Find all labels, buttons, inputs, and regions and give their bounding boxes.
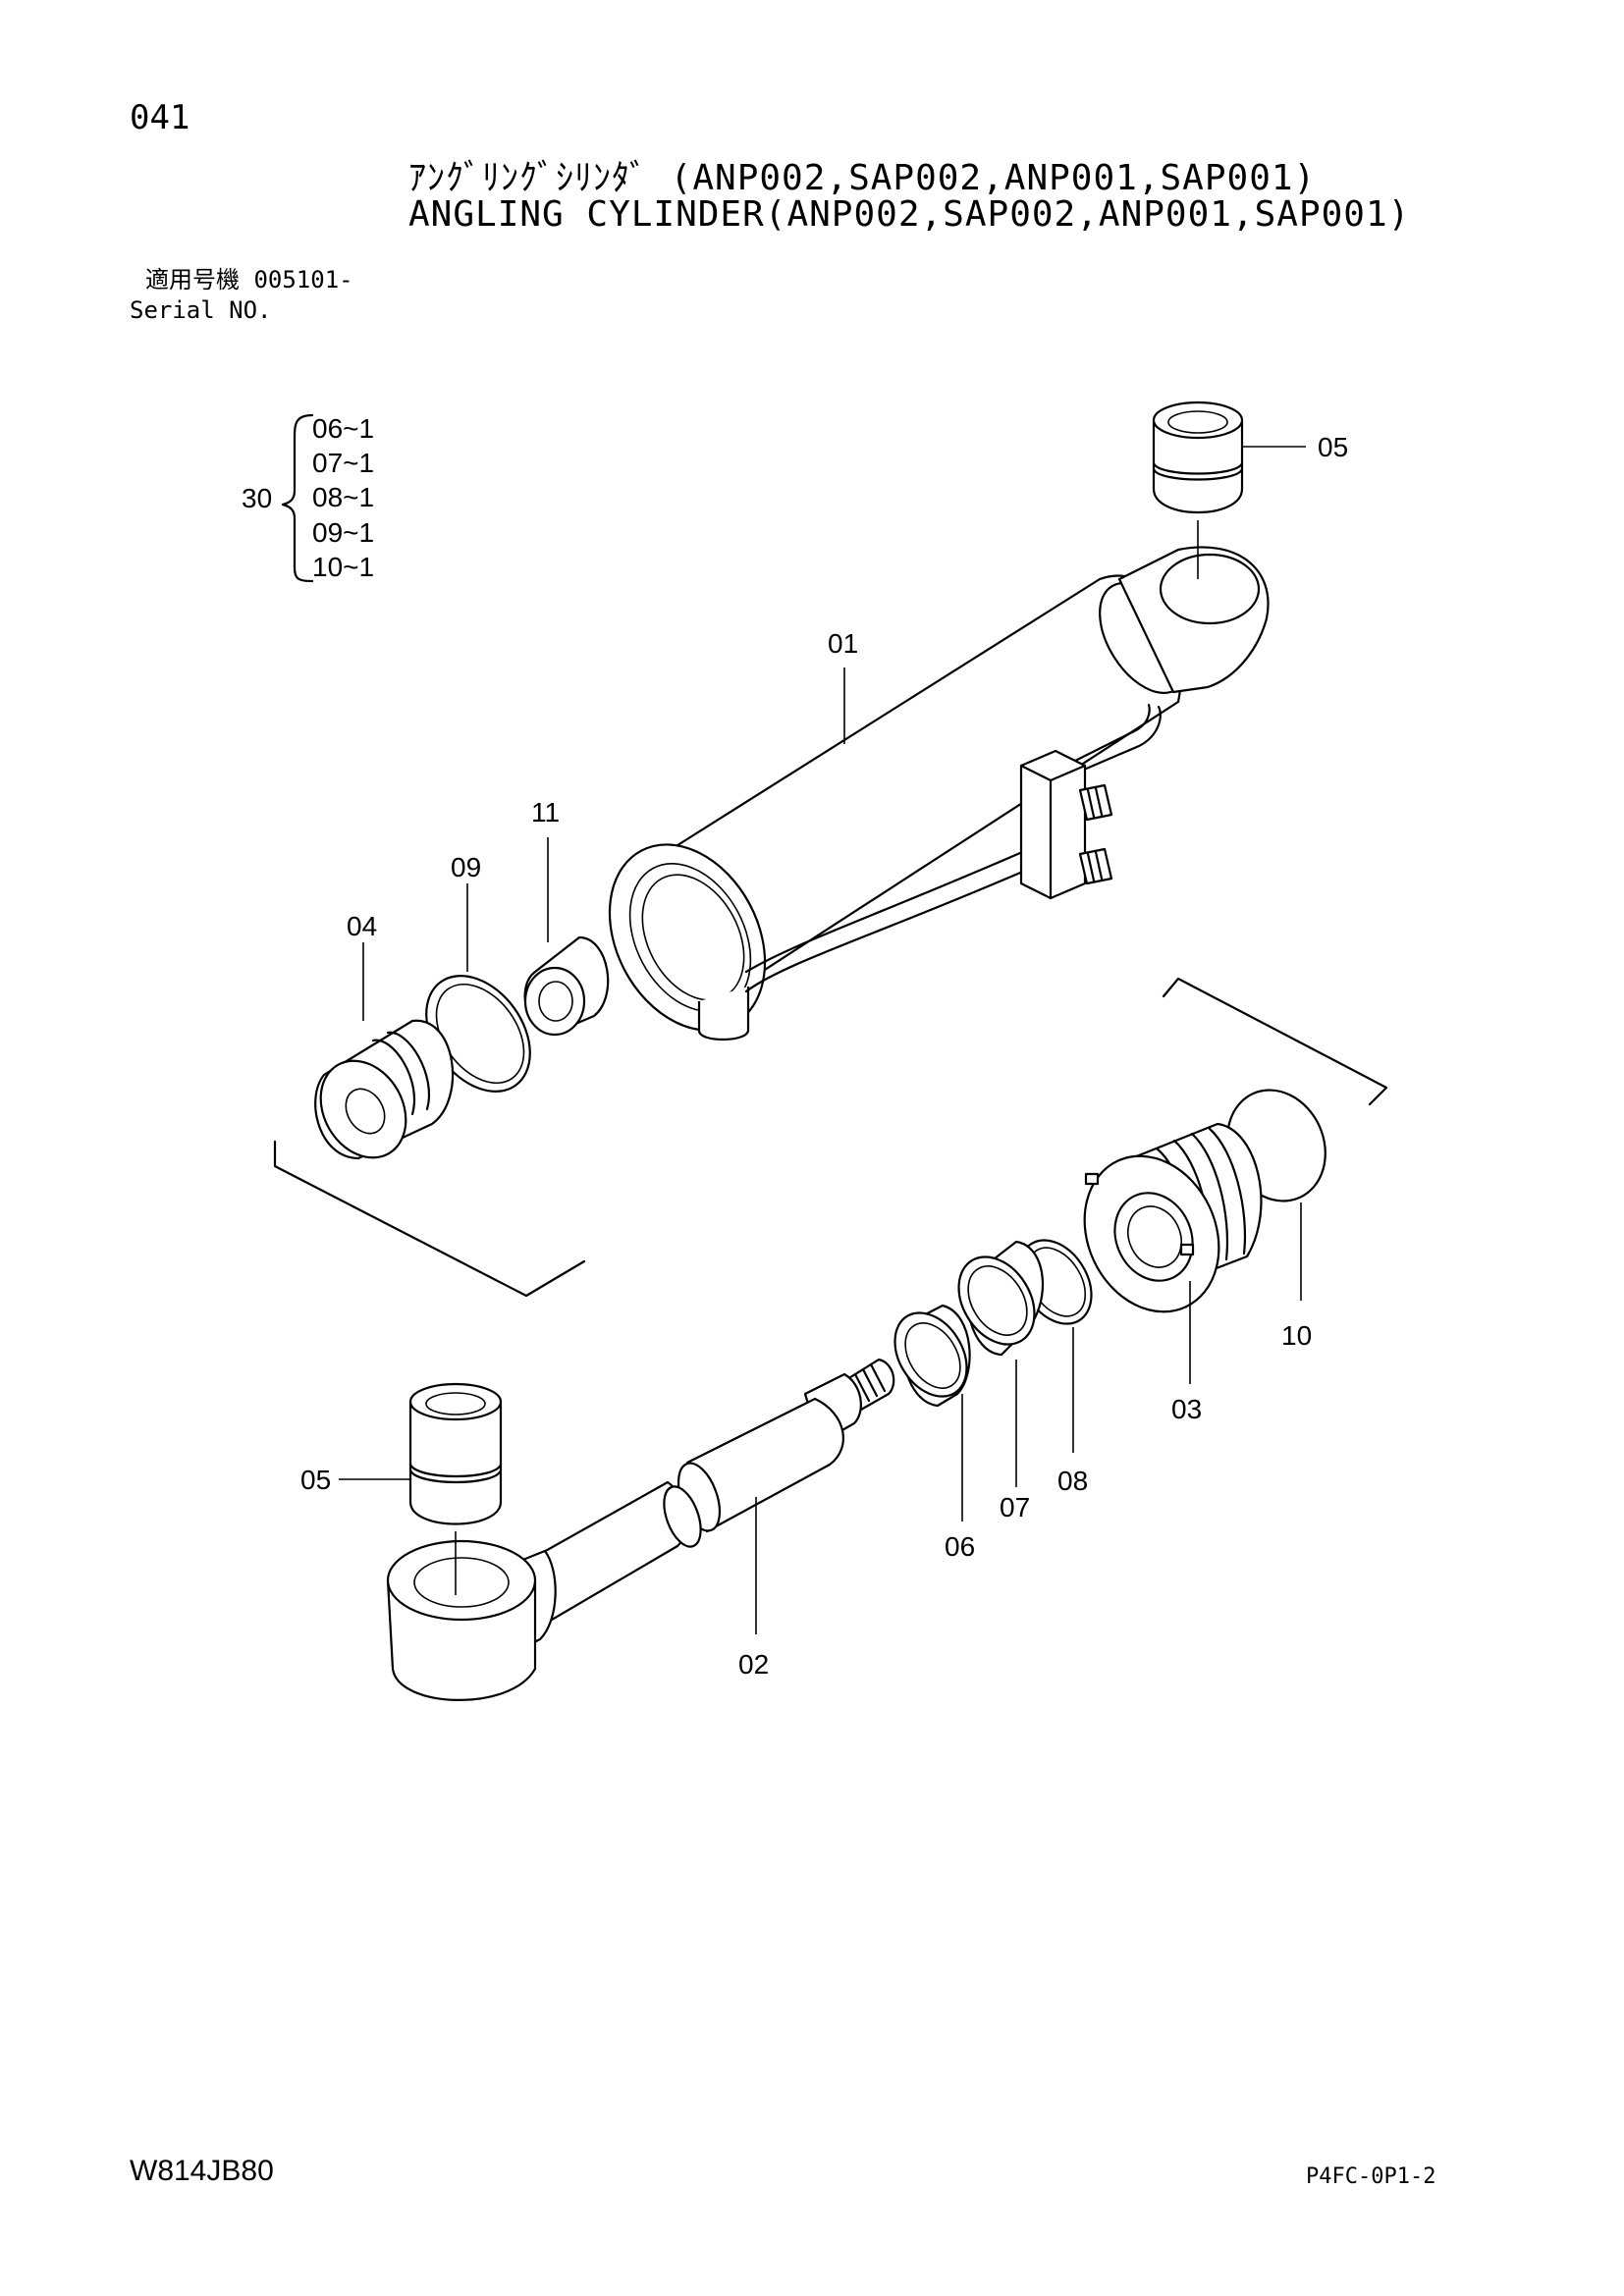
kit-number-label: 30 [242, 483, 272, 513]
piston-rod-02: 02 [386, 1358, 895, 1701]
sheet-code: P4FC-0P1-2 [1306, 2164, 1436, 2189]
kit-item-07: 07~1 [312, 448, 374, 478]
ring-06: 06 [893, 1304, 975, 1562]
kit-bracket: 30 06~1 07~1 08~1 09~1 10~1 [242, 413, 374, 583]
title-english: ANGLING CYLINDER(ANP002,SAP002,ANP001,SA… [408, 194, 1411, 235]
callout-11: 11 [531, 797, 560, 828]
callout-06: 06 [945, 1531, 975, 1562]
serial-label-english: Serial NO. [130, 296, 272, 324]
kit-item-06: 06~1 [312, 413, 374, 444]
callout-03: 03 [1171, 1394, 1202, 1424]
kit-item-09: 09~1 [312, 517, 374, 548]
callout-05-top: 05 [1318, 432, 1348, 462]
callout-09: 09 [451, 852, 481, 882]
ring-07: 07 [957, 1240, 1044, 1522]
upper-connection-bracket [273, 1140, 586, 1298]
callout-08: 08 [1057, 1466, 1088, 1496]
callout-07: 07 [1000, 1492, 1030, 1522]
callout-04: 04 [347, 911, 377, 941]
kit-item-08: 08~1 [312, 482, 374, 512]
bushing-05-bottom: 05 [300, 1382, 503, 1595]
page-number: 041 [130, 98, 190, 137]
callout-10: 10 [1281, 1320, 1312, 1351]
lower-connection-bracket [1162, 977, 1388, 1106]
serial-label-japanese: 適用号機 005101- [145, 266, 353, 294]
bushing-11: 11 [523, 797, 610, 1037]
document-code: W814JB80 [130, 2155, 274, 2187]
callout-01: 01 [828, 628, 858, 659]
callout-05-bottom: 05 [300, 1465, 331, 1495]
cylinder-tube-01: 01 [608, 546, 1270, 1041]
bushing-05-top: 05 [1152, 400, 1348, 579]
kit-item-10: 10~1 [312, 552, 374, 582]
rod-cover-03: 03 [1083, 1122, 1263, 1424]
callout-02: 02 [738, 1649, 769, 1680]
piston-04: 04 [314, 911, 455, 1160]
title-japanese: ｱﾝｸﾞﾘﾝｸﾞｼﾘﾝﾀﾞ (ANP002,SAP002,ANP001,SAP0… [408, 158, 1317, 198]
